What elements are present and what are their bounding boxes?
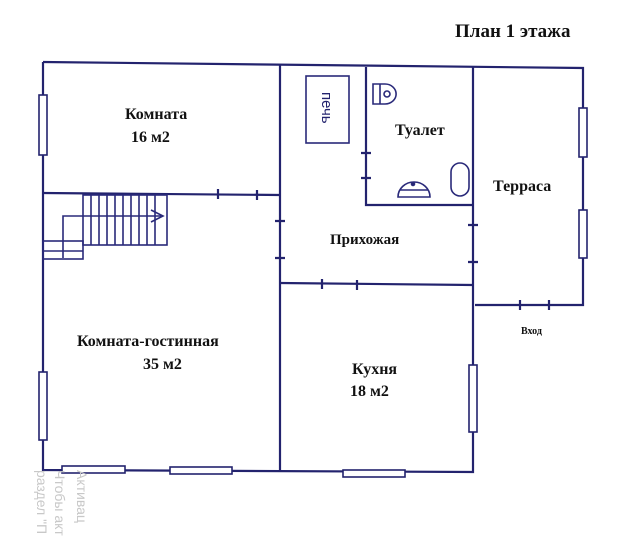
sink-icon (372, 83, 397, 105)
stove-label: печь (318, 92, 335, 124)
room1-name: Комната (125, 106, 187, 123)
watermark-line-1: Активац (74, 470, 90, 523)
windows (38, 94, 588, 478)
watermark-line-3: раздел "П (34, 470, 50, 535)
terrace-name: Терраса (493, 178, 551, 195)
living-area: 35 м2 (143, 356, 182, 373)
watermark-line-2: Чтобы акт (52, 470, 68, 536)
entrance-label: Вход (521, 326, 542, 337)
living-name: Комната-гостинная (77, 333, 219, 350)
plan-title: План 1 этажа (455, 21, 571, 42)
door-marks (216, 151, 551, 310)
room1-area: 16 м2 (131, 129, 170, 146)
walls (41, 60, 585, 474)
kitchen-area: 18 м2 (350, 383, 389, 400)
staircase (42, 194, 168, 260)
toilet-fixtures (372, 83, 470, 198)
stove: печь (305, 75, 350, 144)
kitchen-name: Кухня (352, 361, 397, 378)
shower-icon (450, 162, 470, 197)
hall-name: Прихожая (330, 232, 399, 248)
toilet-bowl-icon (397, 181, 431, 198)
toilet-name: Туалет (395, 122, 445, 139)
